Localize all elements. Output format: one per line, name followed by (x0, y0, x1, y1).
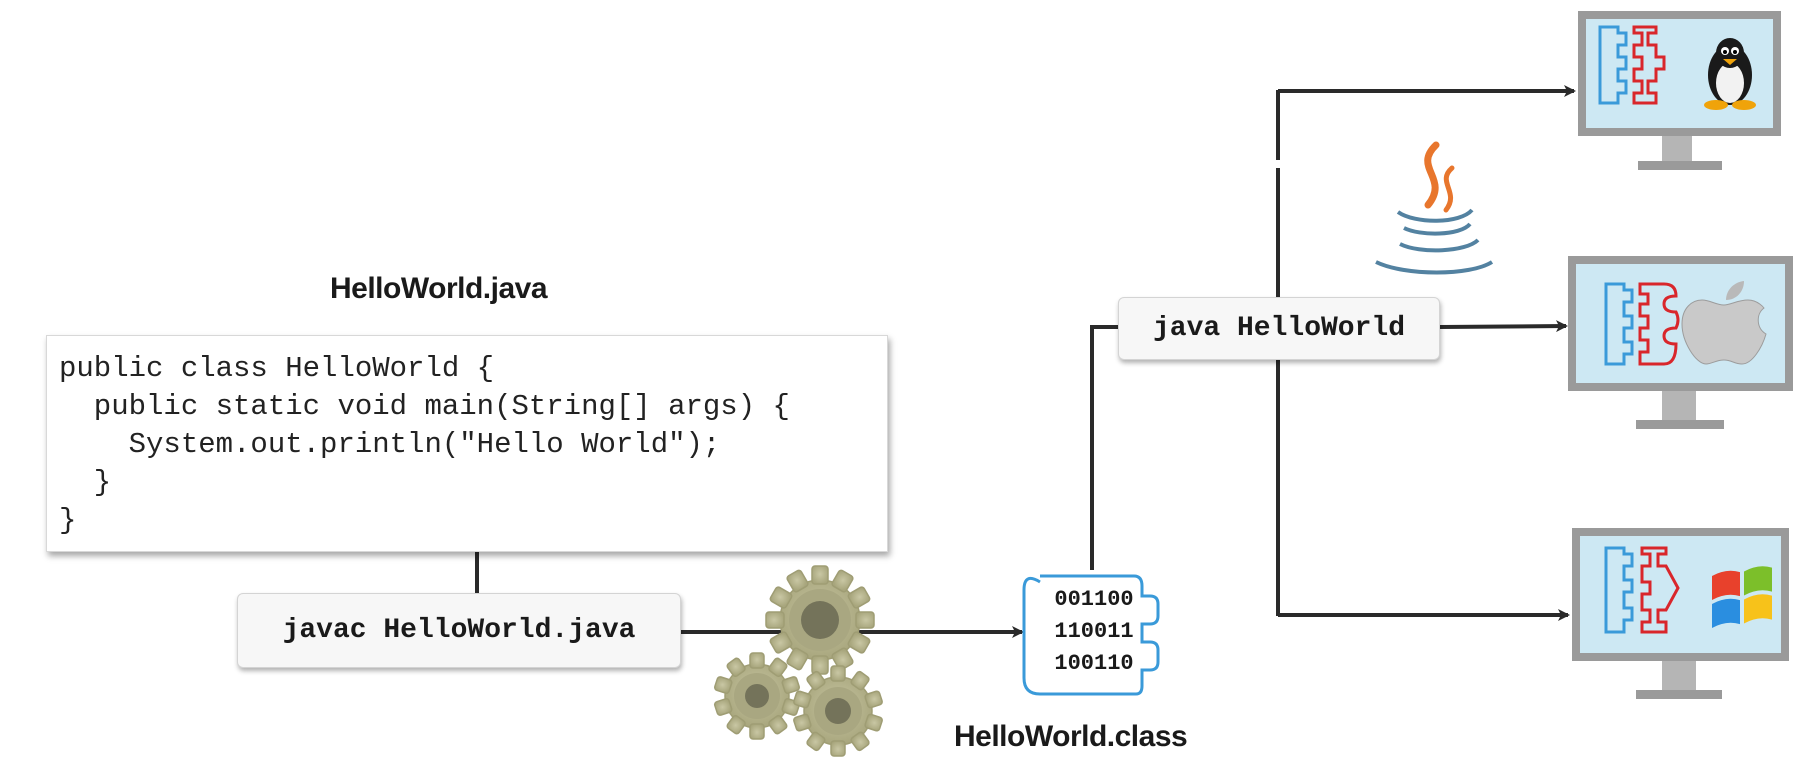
code-line: public static void main(String[] args) { (59, 390, 790, 423)
runtime-piece-icon (1638, 282, 1680, 366)
javac-command-box: javac HelloWorld.java (237, 593, 681, 668)
source-code-box: public class HelloWorld { public static … (46, 335, 888, 552)
gear-small-right-icon (793, 665, 883, 757)
jvm-piece-icon (1598, 25, 1628, 105)
code-line: System.out.println("Hello World"); (59, 428, 721, 461)
bytecode-line: 100110 (1054, 651, 1134, 676)
bytecode-piece-icon (1022, 574, 1160, 696)
gear-large-icon (765, 565, 875, 675)
runtime-piece-icon (1632, 25, 1666, 105)
code-line: } (59, 466, 112, 499)
monitor-windows (1572, 528, 1789, 699)
monitor-linux (1578, 11, 1781, 170)
windows-icon (1712, 566, 1772, 628)
source-file-title: HelloWorld.java (330, 272, 548, 305)
code-line: public class HelloWorld { (59, 352, 495, 385)
java-run-command-text: java HelloWorld (1152, 313, 1406, 344)
java-run-command-box: java HelloWorld (1118, 297, 1440, 360)
arrow-to-mac (1439, 320, 1568, 333)
connectors (475, 85, 1576, 638)
java-logo-icon (1375, 141, 1494, 275)
compiler-gears-icon (713, 565, 883, 757)
jvm-piece-icon (1604, 546, 1634, 634)
javac-command-text: javac HelloWorld.java (282, 615, 636, 646)
gear-small-left-icon (713, 652, 801, 740)
jvm-piece-icon (1604, 282, 1634, 366)
runtime-piece-icon (1640, 546, 1680, 634)
apple-icon (1681, 281, 1767, 365)
code-line: } (59, 504, 77, 537)
class-to-java-connector (1090, 325, 1118, 570)
monitor-screen (1580, 536, 1781, 653)
bytecode-line: 110011 (1054, 619, 1134, 644)
monitor-mac (1568, 256, 1793, 429)
bytecode-content: 001100 110011 100110 (1040, 583, 1150, 693)
bytecode-line: 001100 (1054, 587, 1134, 612)
linux-penguin-icon (1704, 38, 1756, 110)
class-file-title: HelloWorld.class (954, 720, 1188, 753)
